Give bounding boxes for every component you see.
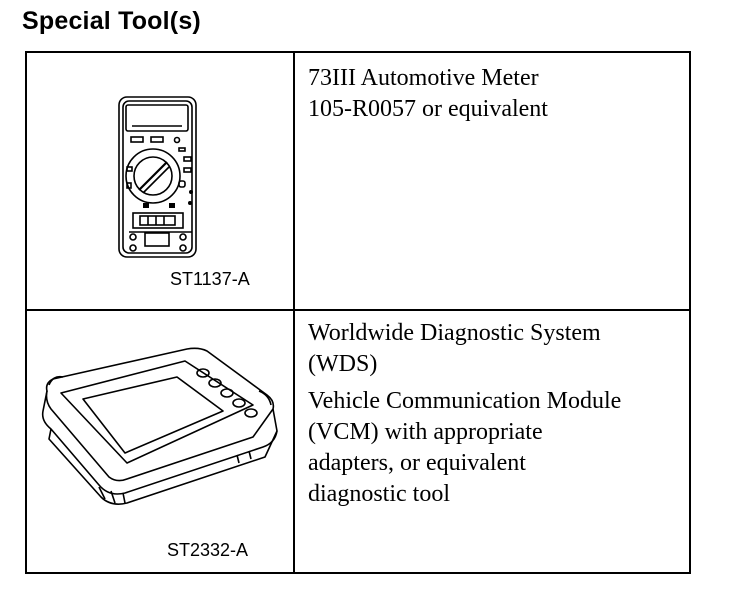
- column-divider: [293, 53, 295, 309]
- description-line: (WDS): [308, 351, 378, 377]
- tool-description: 73III Automotive Meter 105-R0057 or equi…: [308, 63, 681, 131]
- page-heading: Special Tool(s): [22, 7, 201, 35]
- description-paragraph: Worldwide Diagnostic System (WDS): [308, 318, 681, 380]
- description-paragraph: 73III Automotive Meter 105-R0057 or equi…: [308, 63, 681, 125]
- diagnostic-tablet-icon: [41, 347, 278, 505]
- column-divider: [293, 311, 295, 572]
- description-line: 105-R0057 or equivalent: [308, 96, 548, 122]
- tool-description: Worldwide Diagnostic System (WDS) Vehicl…: [308, 318, 681, 516]
- tool-row-meter: ST1137-A 73III Automotive Meter 105-R005…: [27, 53, 689, 311]
- tool-row-wds: ST2332-A Worldwide Diagnostic System (WD…: [27, 311, 689, 572]
- description-paragraph: Vehicle Communication Module (VCM) with …: [308, 386, 681, 510]
- tool-image-cell: ST1137-A: [27, 53, 293, 309]
- multimeter-icon: [118, 96, 197, 258]
- description-line: adapters, or equivalent: [308, 450, 526, 476]
- description-line: diagnostic tool: [308, 481, 450, 507]
- figure-label: ST2332-A: [167, 540, 249, 560]
- description-line: Worldwide Diagnostic System: [308, 320, 601, 346]
- description-line: Vehicle Communication Module: [308, 388, 622, 414]
- figure-label: ST1137-A: [170, 269, 250, 289]
- description-line: 73III Automotive Meter: [308, 65, 539, 91]
- tool-image-cell: ST2332-A: [27, 311, 293, 572]
- description-line: (VCM) with appropriate: [308, 419, 543, 445]
- special-tools-table: ST1137-A 73III Automotive Meter 105-R005…: [25, 51, 691, 574]
